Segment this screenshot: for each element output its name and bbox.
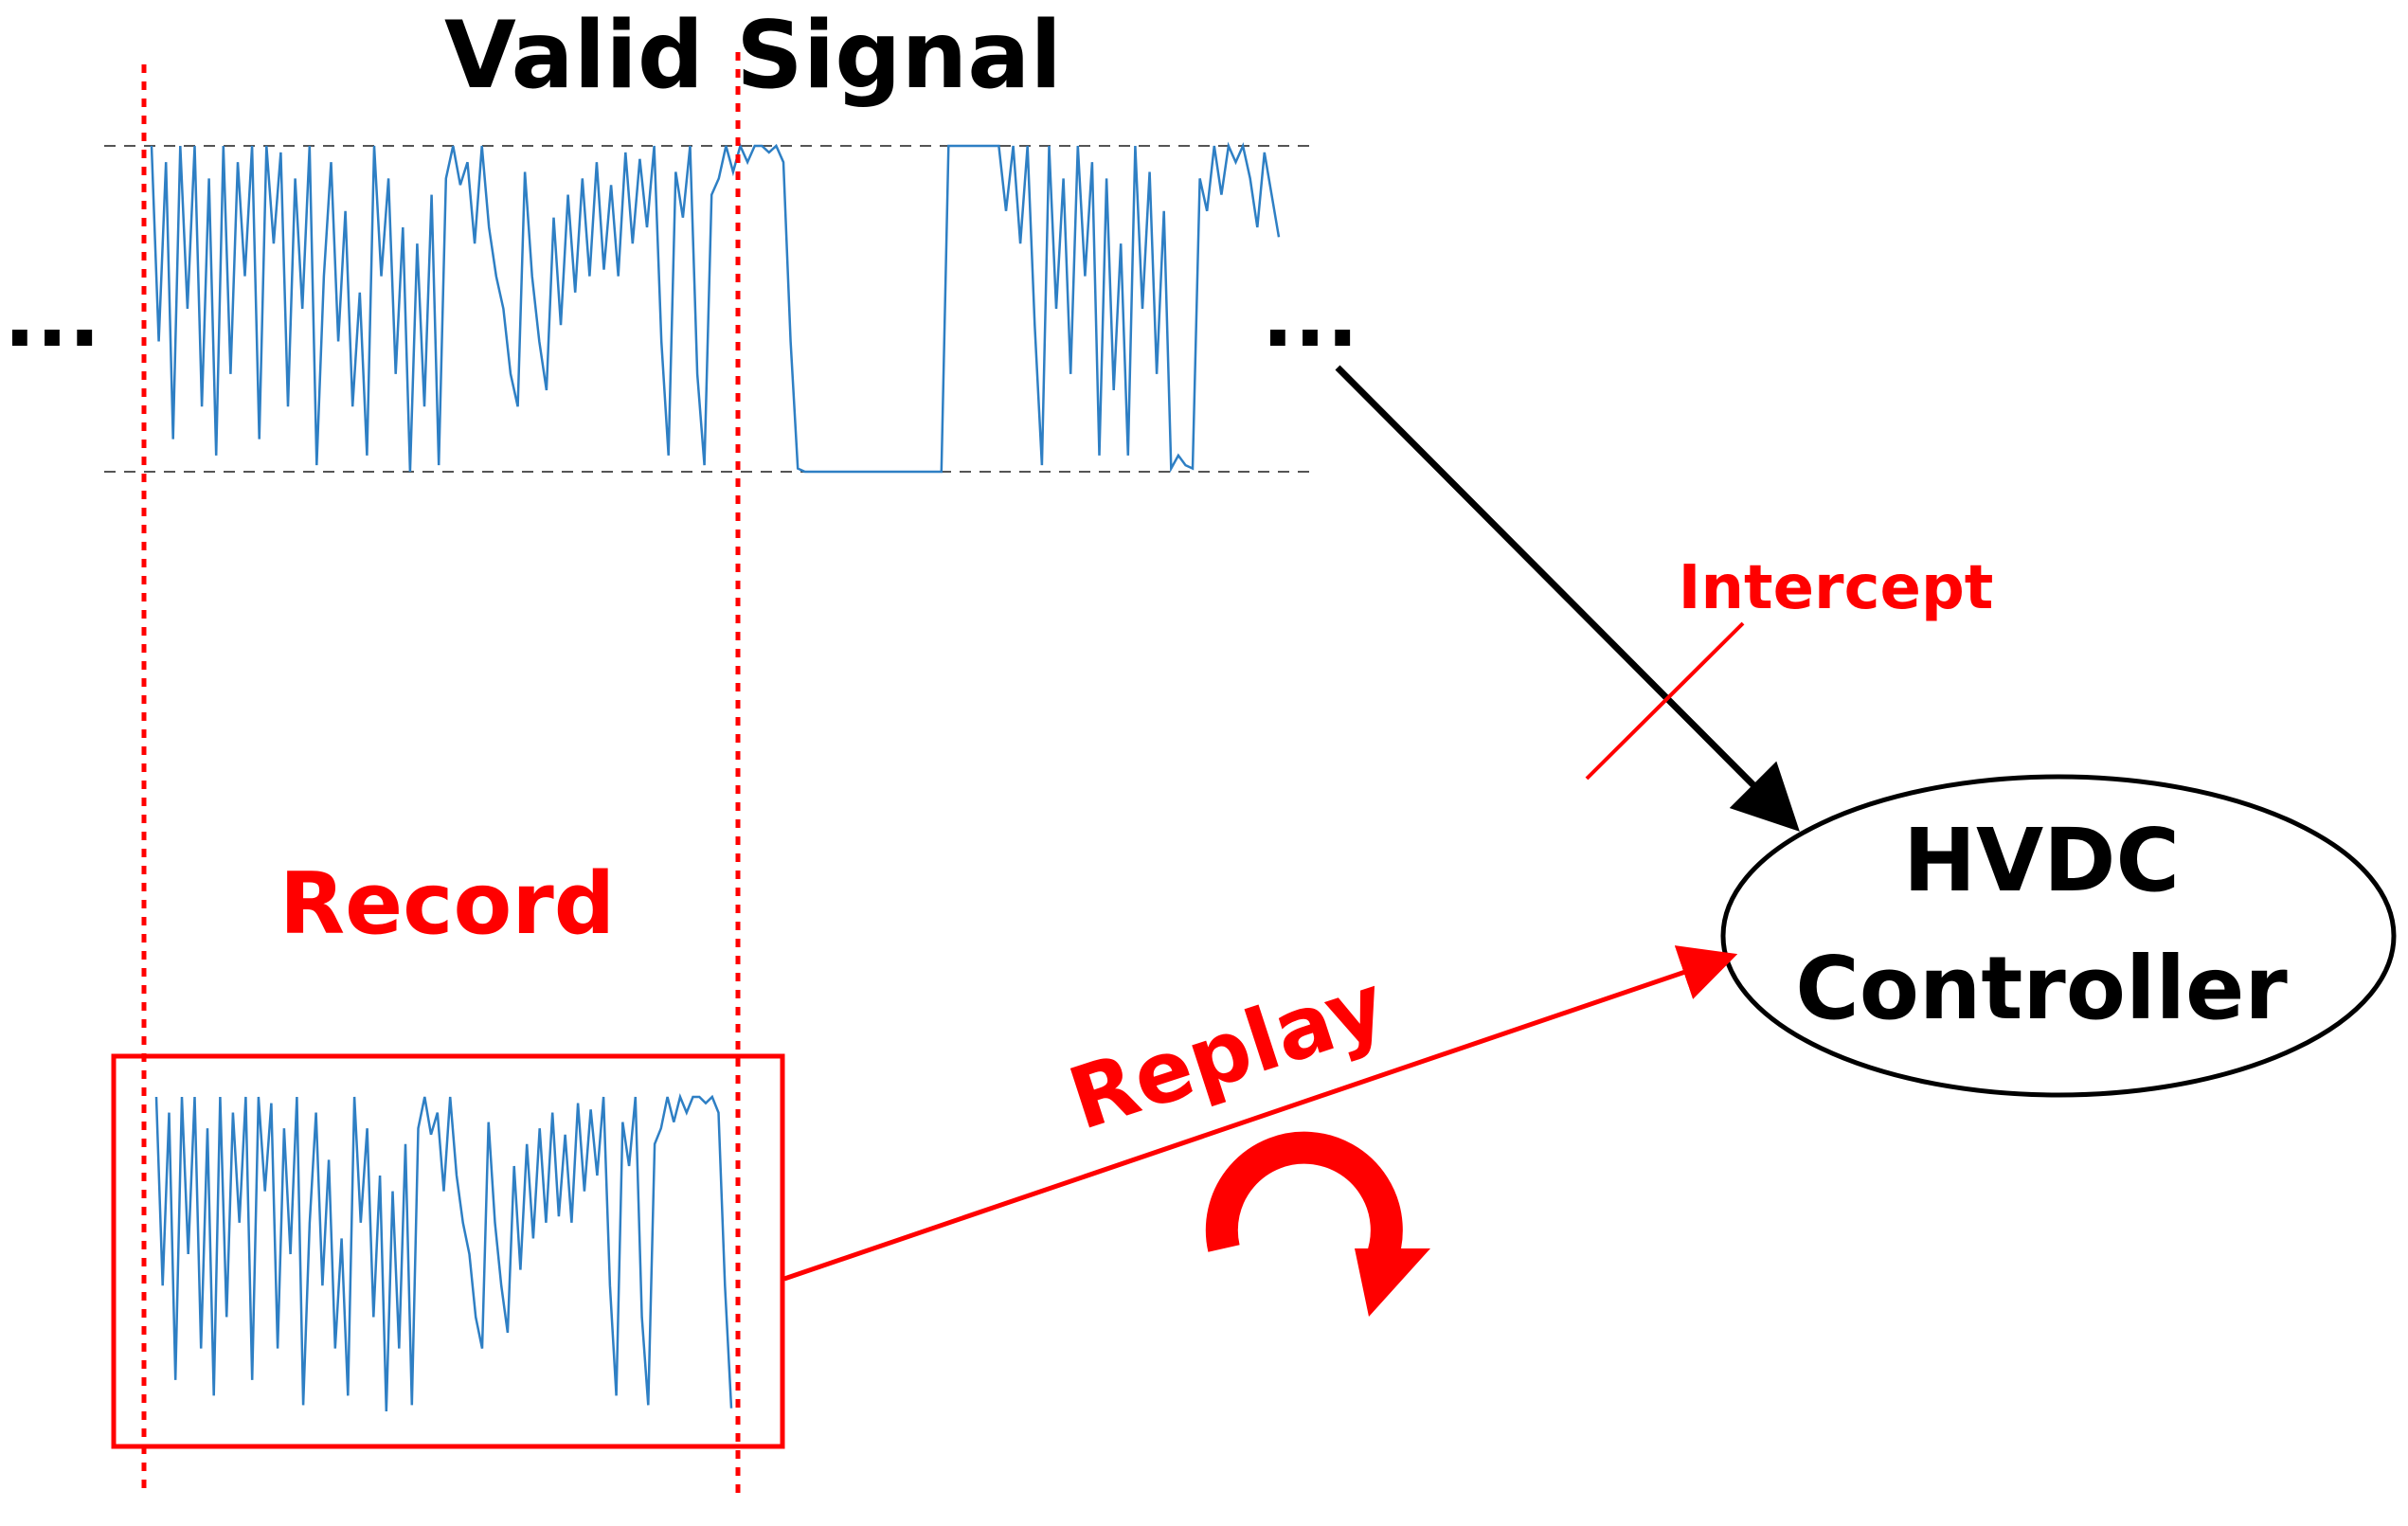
controller-label-line1: HVDC bbox=[1903, 810, 2180, 911]
recorded-signal-waveform bbox=[154, 1093, 733, 1412]
record-label: Record bbox=[279, 854, 615, 954]
normal-signal-arrow bbox=[1335, 365, 1800, 832]
ellipsis-right: ... bbox=[1262, 267, 1359, 367]
record-box bbox=[111, 1053, 785, 1449]
intercept-cut-mark bbox=[1585, 621, 1745, 781]
hvdc-controller-node bbox=[1720, 774, 2397, 1098]
ellipsis-left: ... bbox=[4, 267, 101, 367]
live-signal-waveform bbox=[150, 141, 1281, 474]
replay-label: Replay bbox=[1058, 955, 1397, 1150]
replay-arrow bbox=[783, 945, 1738, 1282]
intercept-label: Intercept bbox=[1679, 553, 1994, 623]
valid-signal-title: Valid Signal bbox=[444, 2, 1062, 110]
controller-label-line2: Controller bbox=[1795, 938, 2288, 1039]
replay-loop-icon bbox=[1205, 1131, 1430, 1317]
